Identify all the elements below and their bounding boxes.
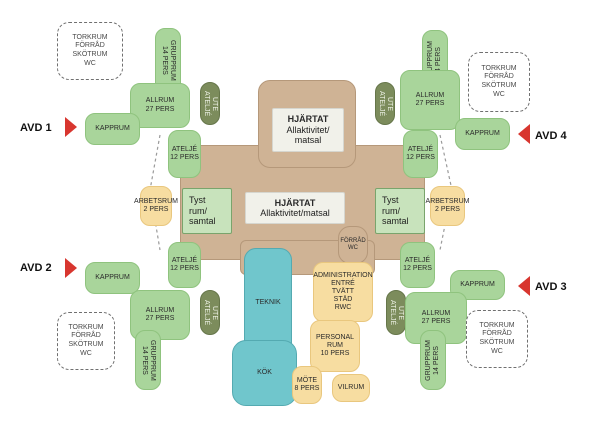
group-room-avd1: GRUPPRUM 14 PERS [155, 28, 181, 93]
technical-room: TEKNIK [244, 248, 292, 358]
entrance-arrow-avd3 [518, 276, 530, 296]
living-room-avd1: ALLRUM 27 PERS [130, 83, 190, 128]
avd1-label: AVD 1 [20, 122, 52, 134]
living-room-avd4: ALLRUM 27 PERS [400, 70, 460, 130]
outdoor-studio-avd3: UTE ATELJÉ [386, 290, 406, 335]
avd2-label: AVD 2 [20, 262, 52, 274]
storage-avd2: TORKRUM FÖRRÅD SKÖTRUM WC [57, 312, 115, 370]
cloakroom-avd4: KAPPRUM [455, 118, 510, 150]
storage-avd4: TORKRUM FÖRRÅD SKÖTRUM WC [468, 52, 530, 112]
studio-avd1: ATELJÉ 12 PERS [168, 130, 201, 178]
group-room-avd3: GRUPPRUM 14 PERS [420, 330, 446, 390]
heart-main-label: HJÄRTAT Allaktivitet/matsal [245, 192, 345, 224]
entrance-arrow-avd1 [65, 117, 77, 137]
cloakroom-avd1: KAPPRUM [85, 113, 140, 145]
outdoor-studio-avd1: UTE ATELJÉ [200, 82, 220, 125]
office-right: ARBETSRUM 2 PERS [426, 186, 469, 226]
heart-top-subtitle: Allaktivitet/ matsal [286, 124, 330, 146]
rest-room: VILRUM [332, 374, 370, 402]
outdoor-studio-avd4: UTE ATELJÉ [375, 82, 395, 125]
kitchen: KÖK [232, 340, 297, 406]
studio-avd4: ATELJÉ 12 PERS [403, 130, 438, 178]
studio-avd3: ATELJÉ 12 PERS [400, 242, 435, 288]
office-left: ARBETSRUM 2 PERS [134, 186, 178, 226]
heart-top-label: HJÄRTAT Allaktivitet/ matsal [272, 108, 344, 152]
avd4-label: AVD 4 [535, 130, 567, 142]
storage-wc-room: FÖRRÅD WC [338, 226, 368, 264]
entrance-arrow-avd2 [65, 258, 77, 278]
meeting-room: MÖTE 8 PERS [292, 366, 322, 404]
heart-main-subtitle: Allaktivitet/matsal [260, 208, 330, 218]
quiet-room-right: Tyst rum/ samtal [375, 188, 425, 234]
heart-top-title: HJÄRTAT [287, 114, 329, 125]
studio-avd2: ATELJÉ 12 PERS [168, 242, 201, 288]
quiet-room-left: Tyst rum/ samtal [182, 188, 232, 234]
heart-main-title: HJÄRTAT [274, 197, 316, 208]
cloakroom-avd2: KAPPRUM [85, 262, 140, 294]
staff-room: PERSONAL RUM 10 PERS [310, 320, 360, 372]
outdoor-studio-avd2: UTE ATELJÉ [200, 290, 220, 335]
group-room-avd2: GRUPPRUM 14 PERS [135, 330, 161, 390]
storage-avd1: TORKRUM FÖRRÅD SKÖTRUM WC [57, 22, 123, 80]
entrance-arrow-avd4 [518, 124, 530, 144]
storage-avd3: TORKRUM FÖRRÅD SKÖTRUM WC [466, 310, 528, 368]
administration: ADMINISTRATION ENTRÉ TVÄTT STÄD RWC [313, 262, 373, 322]
avd3-label: AVD 3 [535, 281, 567, 293]
